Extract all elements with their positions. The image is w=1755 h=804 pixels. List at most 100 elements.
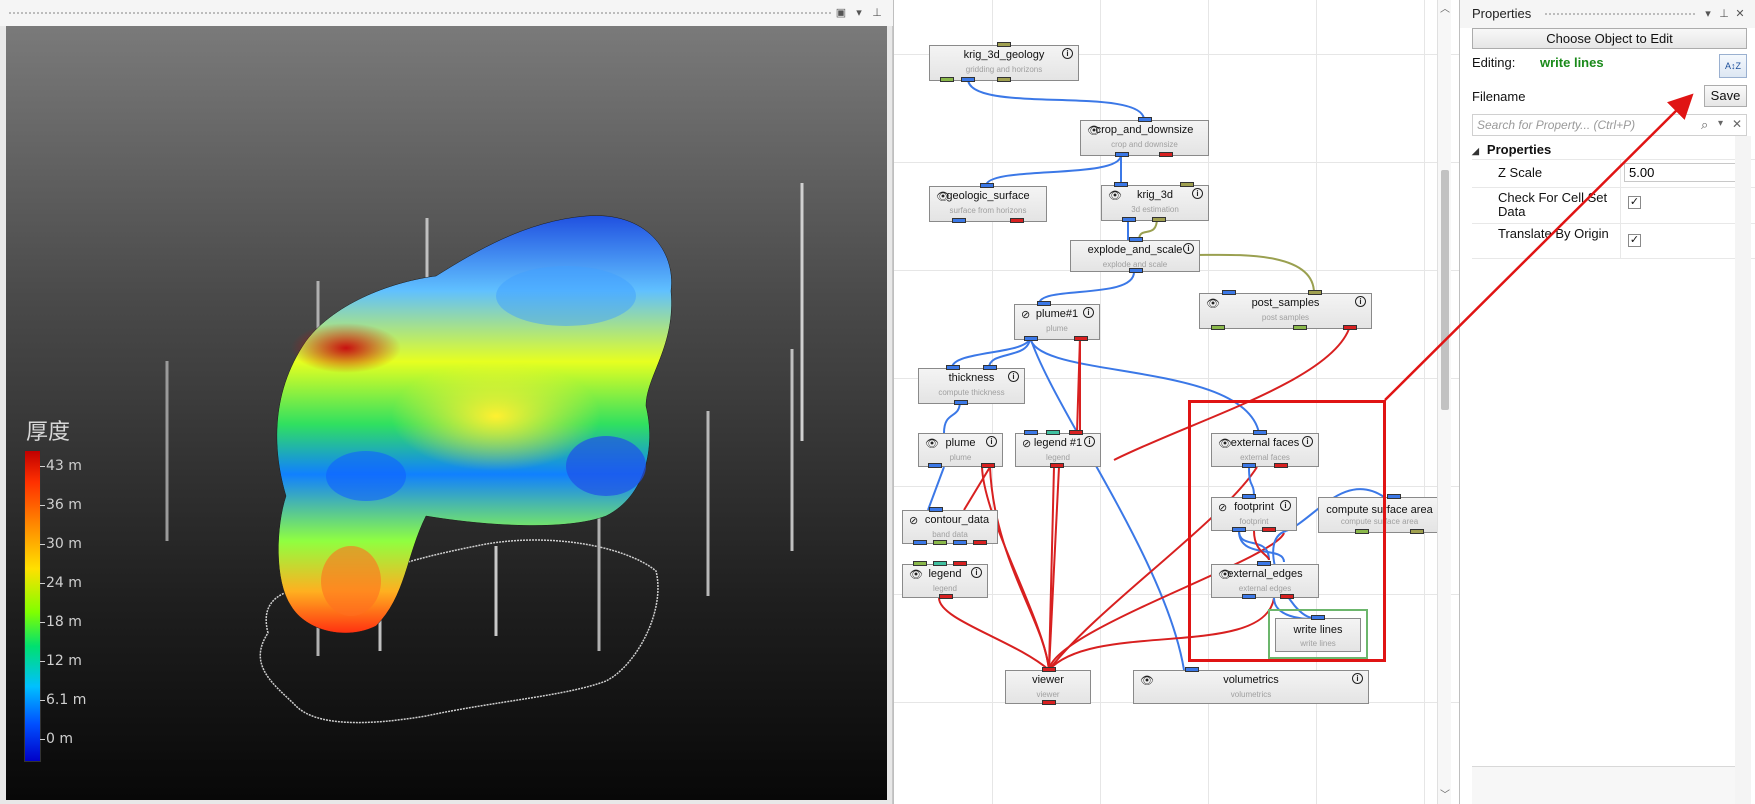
port[interactable] — [1262, 527, 1276, 532]
drag-grip[interactable] — [1544, 12, 1695, 16]
port[interactable] — [952, 218, 966, 223]
node-geologic-surface[interactable]: 👁 geologic_surface surface from horizons — [929, 183, 1047, 223]
port[interactable] — [1242, 494, 1256, 499]
node-legend[interactable]: 👁 legend i legend — [902, 561, 988, 599]
info-icon[interactable]: i — [1084, 436, 1095, 447]
eye-icon[interactable]: 👁 — [1087, 125, 1101, 137]
3d-viewport[interactable]: 厚度 43 m 36 m 30 m 24 m 18 m 12 m 6.1 m 0… — [6, 26, 887, 800]
info-icon[interactable]: i — [986, 436, 997, 447]
port[interactable] — [933, 561, 947, 566]
save-button[interactable]: Save — [1704, 85, 1747, 107]
port[interactable] — [1050, 463, 1064, 468]
eye-off-icon[interactable]: ⊘ — [1022, 438, 1032, 450]
port[interactable] — [1308, 290, 1322, 295]
port[interactable] — [1343, 325, 1357, 330]
port[interactable] — [953, 540, 967, 545]
properties-scrollbar[interactable] — [1735, 136, 1751, 804]
port[interactable] — [1242, 463, 1256, 468]
info-icon[interactable]: i — [1183, 243, 1194, 254]
node-volumetrics[interactable]: 👁 volumetrics i volumetrics — [1133, 667, 1369, 704]
port[interactable] — [1138, 117, 1152, 122]
port[interactable] — [1152, 217, 1166, 222]
pin-icon[interactable]: ⊥ — [1719, 8, 1729, 20]
port[interactable] — [1037, 301, 1051, 306]
port[interactable] — [1114, 182, 1128, 187]
node-contour-data[interactable]: ⊘ contour_data band data — [902, 507, 998, 545]
sort-icon[interactable]: A↕Z — [1719, 54, 1747, 78]
port[interactable] — [940, 77, 954, 82]
port[interactable] — [1257, 561, 1271, 566]
dropdown-icon[interactable]: ▾ — [1705, 8, 1711, 20]
search-input[interactable] — [1477, 117, 1687, 133]
node-explode-and-scale[interactable]: explode_and_scale i explode and scale — [1070, 237, 1200, 273]
port[interactable] — [997, 77, 1011, 82]
port[interactable] — [961, 77, 975, 82]
port[interactable] — [1042, 667, 1056, 672]
port[interactable] — [913, 540, 927, 545]
port[interactable] — [1024, 336, 1038, 341]
port[interactable] — [983, 365, 997, 370]
dropdown-icon[interactable]: ▾ — [856, 7, 862, 19]
port[interactable] — [913, 561, 927, 566]
info-icon[interactable]: i — [1302, 436, 1313, 447]
info-icon[interactable]: i — [1083, 307, 1094, 318]
close-icon[interactable]: ✕ — [1732, 117, 1743, 131]
info-icon[interactable]: i — [971, 567, 982, 578]
property-search[interactable]: ⌕ ▾ ✕ — [1472, 114, 1747, 136]
port[interactable] — [1311, 615, 1325, 620]
port[interactable] — [1042, 700, 1056, 705]
restore-icon[interactable]: ▣ — [835, 7, 847, 19]
port[interactable] — [1387, 494, 1401, 499]
properties-group-header[interactable]: ◢Properties — [1472, 142, 1551, 157]
port[interactable] — [1410, 529, 1424, 534]
eye-icon[interactable]: 👁 — [1218, 438, 1232, 450]
port[interactable] — [973, 540, 987, 545]
network-scrollbar[interactable]: ︿ ﹀ — [1437, 0, 1451, 804]
node-krig-3d[interactable]: 👁 krig_3d i 3d estimation — [1101, 182, 1209, 222]
eye-off-icon[interactable]: ⊘ — [1021, 309, 1031, 321]
check-for-cell-set-checkbox[interactable]: ✓ — [1628, 196, 1641, 209]
port[interactable] — [1355, 529, 1369, 534]
port[interactable] — [954, 400, 968, 405]
port[interactable] — [997, 42, 1011, 47]
choose-object-button[interactable]: Choose Object to Edit — [1472, 28, 1747, 49]
translate-by-origin-checkbox[interactable]: ✓ — [1628, 234, 1641, 247]
node-krig-3d-geology[interactable]: krig_3d_geology i gridding and horizons — [929, 42, 1079, 82]
port[interactable] — [1024, 430, 1038, 435]
info-icon[interactable]: i — [1280, 500, 1291, 511]
node-thickness[interactable]: thickness i compute thickness — [918, 365, 1025, 405]
node-plume[interactable]: 👁 plume i plume — [918, 433, 1003, 468]
close-icon[interactable]: ✕ — [1735, 8, 1745, 20]
port[interactable] — [1180, 182, 1194, 187]
port[interactable] — [1159, 152, 1173, 157]
port[interactable] — [1293, 325, 1307, 330]
port[interactable] — [953, 561, 967, 566]
port[interactable] — [1242, 594, 1256, 599]
node-compute-surface-area[interactable]: compute surface area compute surface are… — [1318, 494, 1441, 534]
port[interactable] — [1115, 152, 1129, 157]
port[interactable] — [1074, 336, 1088, 341]
node-post-samples[interactable]: 👁 post_samples i post samples — [1199, 290, 1372, 330]
node-external-faces[interactable]: 👁 external faces i external faces — [1211, 430, 1319, 468]
eye-off-icon[interactable]: ⊘ — [1218, 502, 1228, 514]
info-icon[interactable]: i — [1192, 188, 1203, 199]
port[interactable] — [1232, 527, 1246, 532]
node-write-lines[interactable]: write lines write lines — [1275, 615, 1361, 652]
node-viewer[interactable]: viewer viewer — [1005, 667, 1091, 705]
scroll-up-icon[interactable]: ︿ — [1440, 4, 1450, 15]
port[interactable] — [1280, 594, 1294, 599]
node-footprint[interactable]: ⊘ footprint i footprint — [1211, 494, 1297, 532]
node-external-edges[interactable]: 👁 external_edges external edges — [1211, 561, 1319, 599]
port[interactable] — [946, 365, 960, 370]
port[interactable] — [1253, 430, 1267, 435]
info-icon[interactable]: i — [1355, 296, 1366, 307]
info-icon[interactable]: i — [1352, 673, 1363, 684]
port[interactable] — [929, 507, 943, 512]
eye-icon[interactable]: 👁 — [936, 191, 950, 203]
port[interactable] — [980, 183, 994, 188]
port[interactable] — [1185, 667, 1199, 672]
info-icon[interactable]: i — [1008, 371, 1019, 382]
eye-icon[interactable]: 👁 — [909, 569, 923, 581]
info-icon[interactable]: i — [1062, 48, 1073, 59]
pin-icon[interactable]: ⊥ — [872, 7, 882, 19]
